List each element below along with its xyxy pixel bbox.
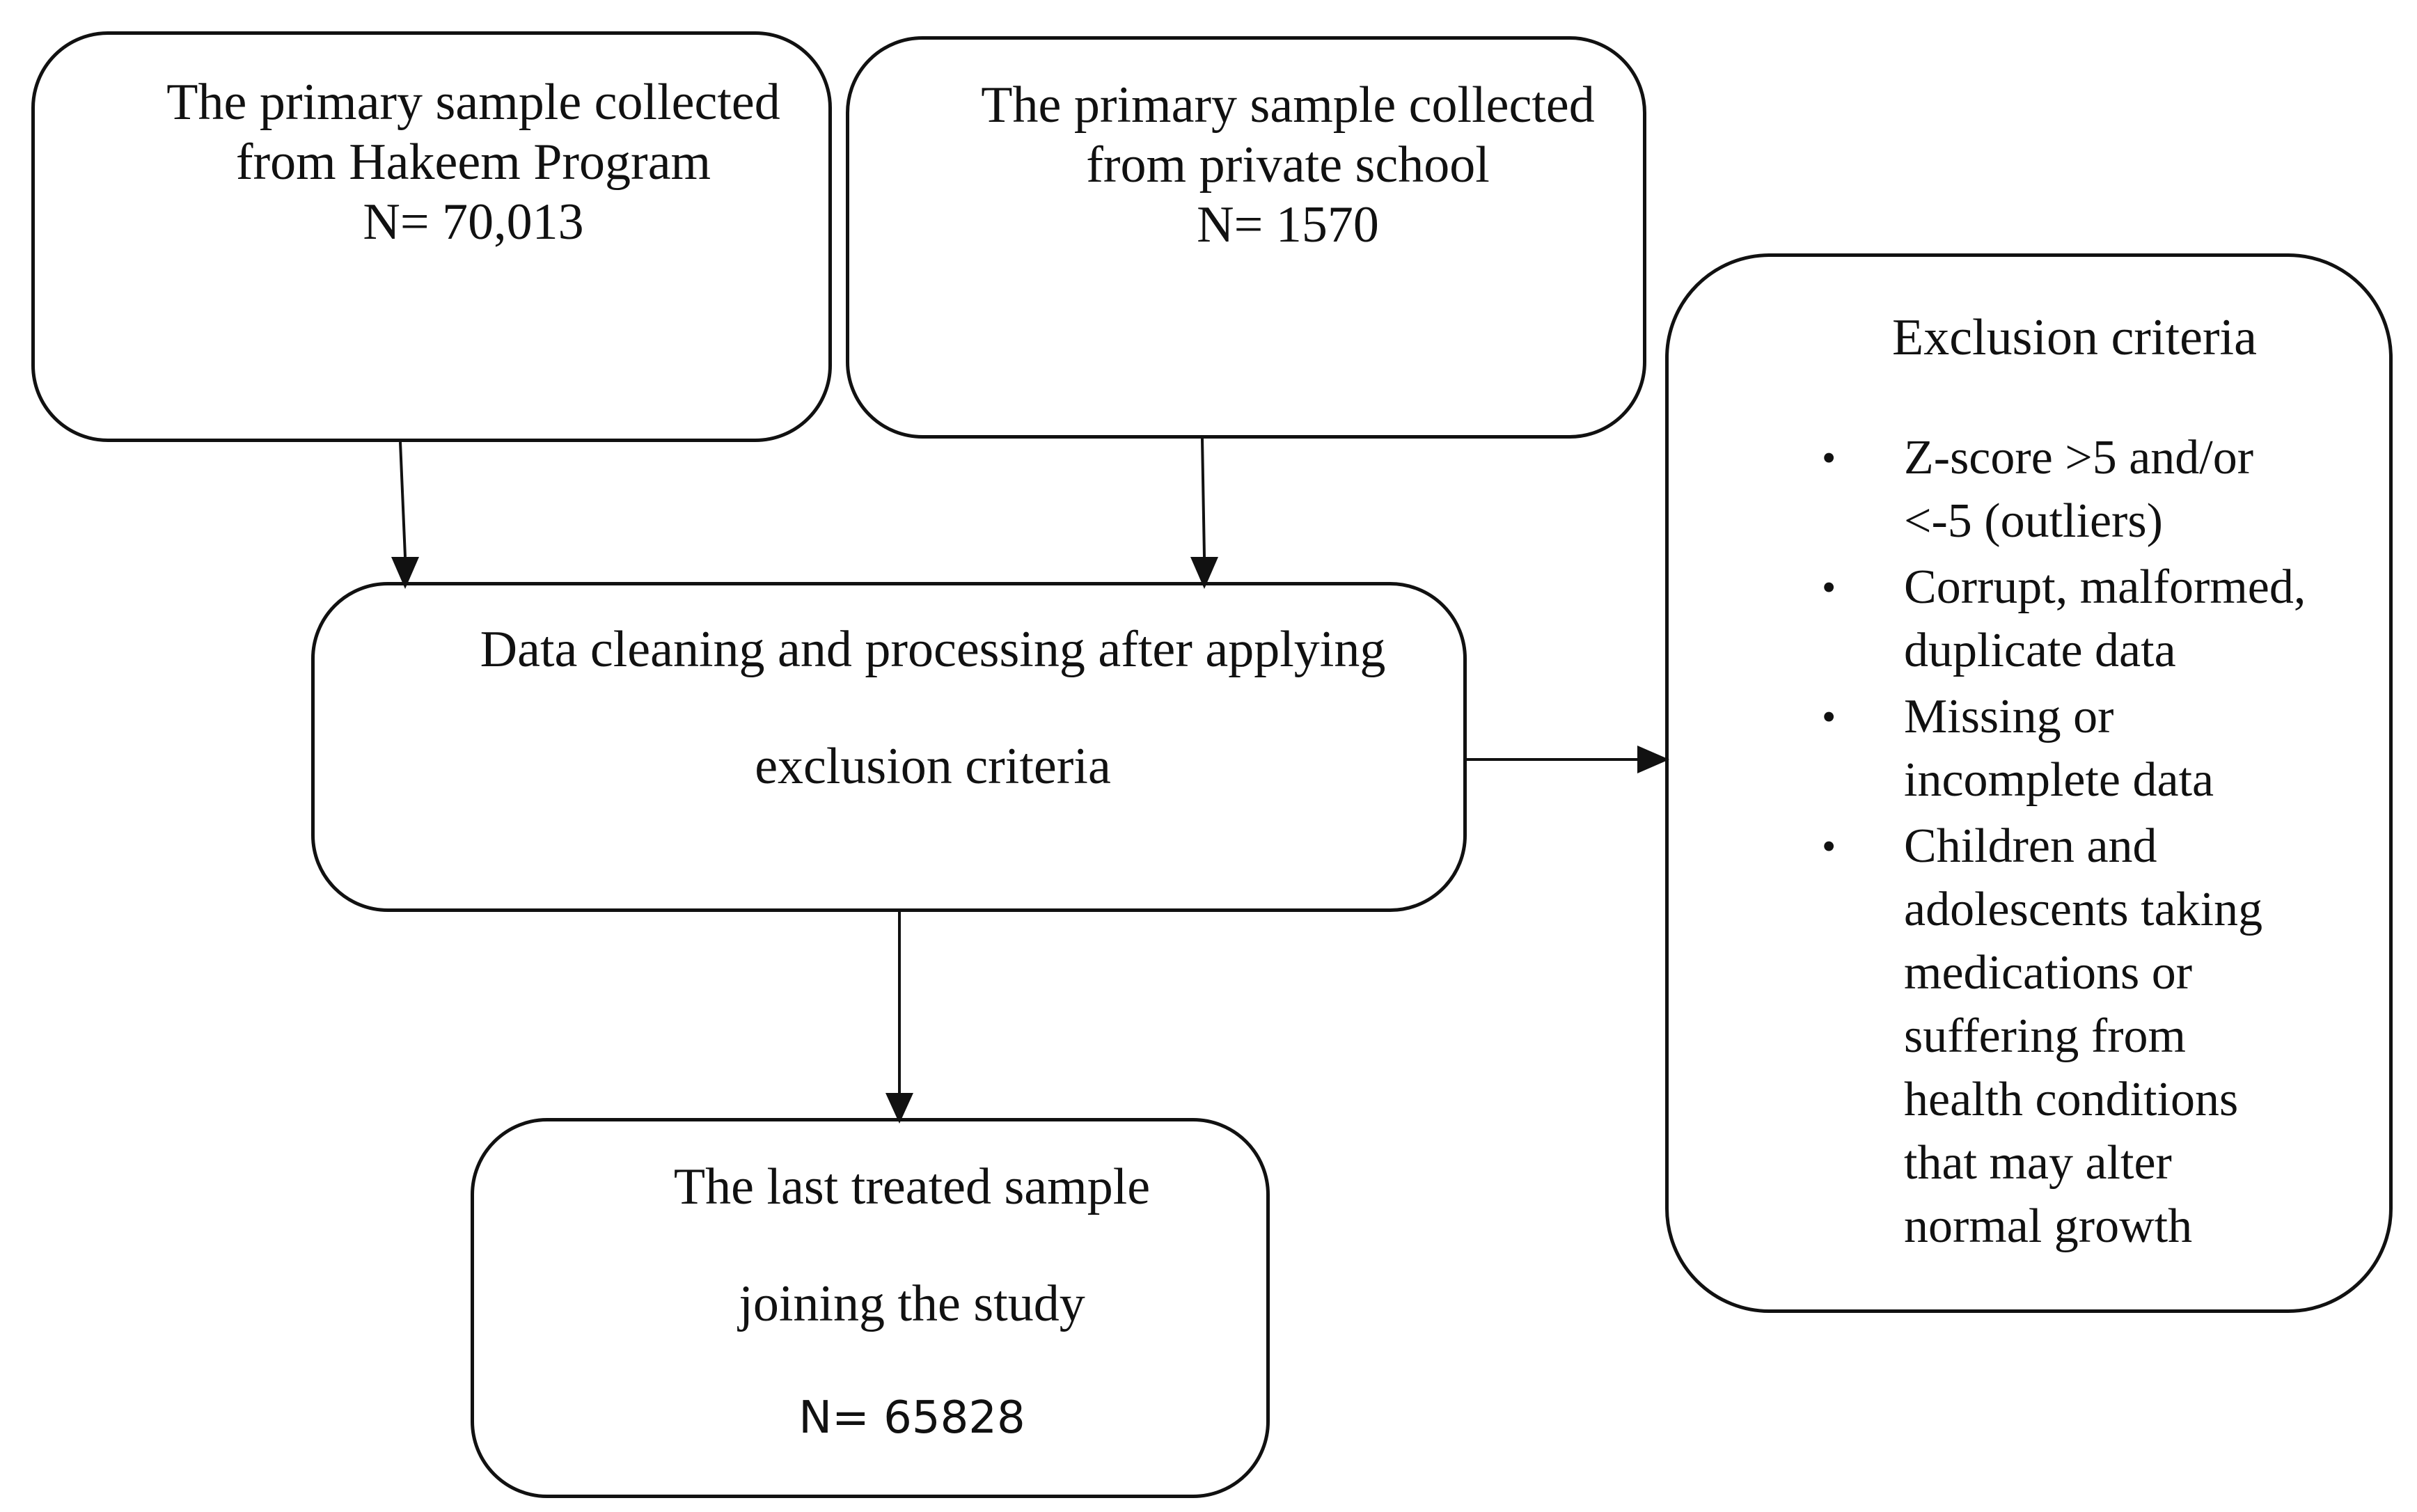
- exclusion-item-medications: • Children and adolescents taking medica…: [1822, 814, 2349, 1258]
- exclusion-item-text: incomplete data: [1904, 753, 2214, 807]
- exclusion-item-text: Corrupt, malformed,: [1904, 560, 2306, 614]
- box-final-line1: The last treated sample: [673, 1158, 1151, 1215]
- exclusion-item-corrupt: • Corrupt, malformed, duplicate data: [1822, 556, 2349, 682]
- exclusion-item-text: adolescents taking: [1904, 883, 2263, 936]
- bullet-icon: •: [1822, 565, 1836, 610]
- box-final-count: N= 65828: [798, 1392, 1025, 1444]
- exclusion-item-missing: • Missing or incomplete data: [1822, 685, 2349, 812]
- bullet-icon: •: [1822, 824, 1836, 869]
- exclusion-item-text: health conditions: [1904, 1073, 2239, 1126]
- box-private-line1: The primary sample collected: [981, 77, 1595, 134]
- exclusion-list: • Z-score >5 and/or <-5 (outliers) • Cor…: [1822, 426, 2349, 1261]
- box-data-cleaning: [311, 582, 1467, 912]
- exclusion-item-text: <-5 (outliers): [1904, 494, 2163, 548]
- box-final-line2: joining the study: [739, 1275, 1085, 1332]
- exclusion-item-outliers: • Z-score >5 and/or <-5 (outliers): [1822, 426, 2349, 553]
- exclusion-item-text: medications or: [1904, 946, 2193, 1000]
- exclusion-title: Exclusion criteria: [1892, 309, 2257, 366]
- bullet-icon: •: [1822, 694, 1836, 739]
- exclusion-item-text: Z-score >5 and/or: [1904, 431, 2254, 485]
- box-private-sample: [846, 36, 1646, 439]
- arrow-cleaning-to-exclusion: [1467, 746, 1669, 773]
- box-hakeem-line2: from Hakeem Program: [235, 134, 711, 191]
- box-final-sample: [471, 1118, 1270, 1498]
- bullet-icon: •: [1822, 435, 1836, 480]
- box-cleaning-line2: exclusion criteria: [755, 738, 1111, 795]
- box-hakeem-sample: [31, 31, 832, 442]
- box-exclusion-criteria: [1665, 253, 2393, 1313]
- exclusion-item-text: suffering from: [1904, 1009, 2186, 1063]
- exclusion-item-text: Children and: [1904, 819, 2157, 873]
- box-private-line2: from private school: [1086, 136, 1490, 194]
- exclusion-item-text: that may alter: [1904, 1136, 2172, 1190]
- exclusion-item-text: duplicate data: [1904, 624, 2176, 677]
- box-hakeem-count: N= 70,013: [363, 194, 584, 251]
- arrow-hakeem-to-cleaning: [391, 441, 419, 589]
- box-hakeem-line1: The primary sample collected: [166, 74, 780, 131]
- arrow-private-to-cleaning: [1190, 438, 1218, 589]
- exclusion-item-text: Missing or: [1904, 690, 2114, 743]
- box-cleaning-line1: Data cleaning and processing after apply…: [480, 621, 1386, 678]
- box-private-count: N= 1570: [1197, 196, 1379, 253]
- exclusion-item-text: normal growth: [1904, 1199, 2193, 1253]
- arrow-cleaning-to-final: [885, 912, 913, 1124]
